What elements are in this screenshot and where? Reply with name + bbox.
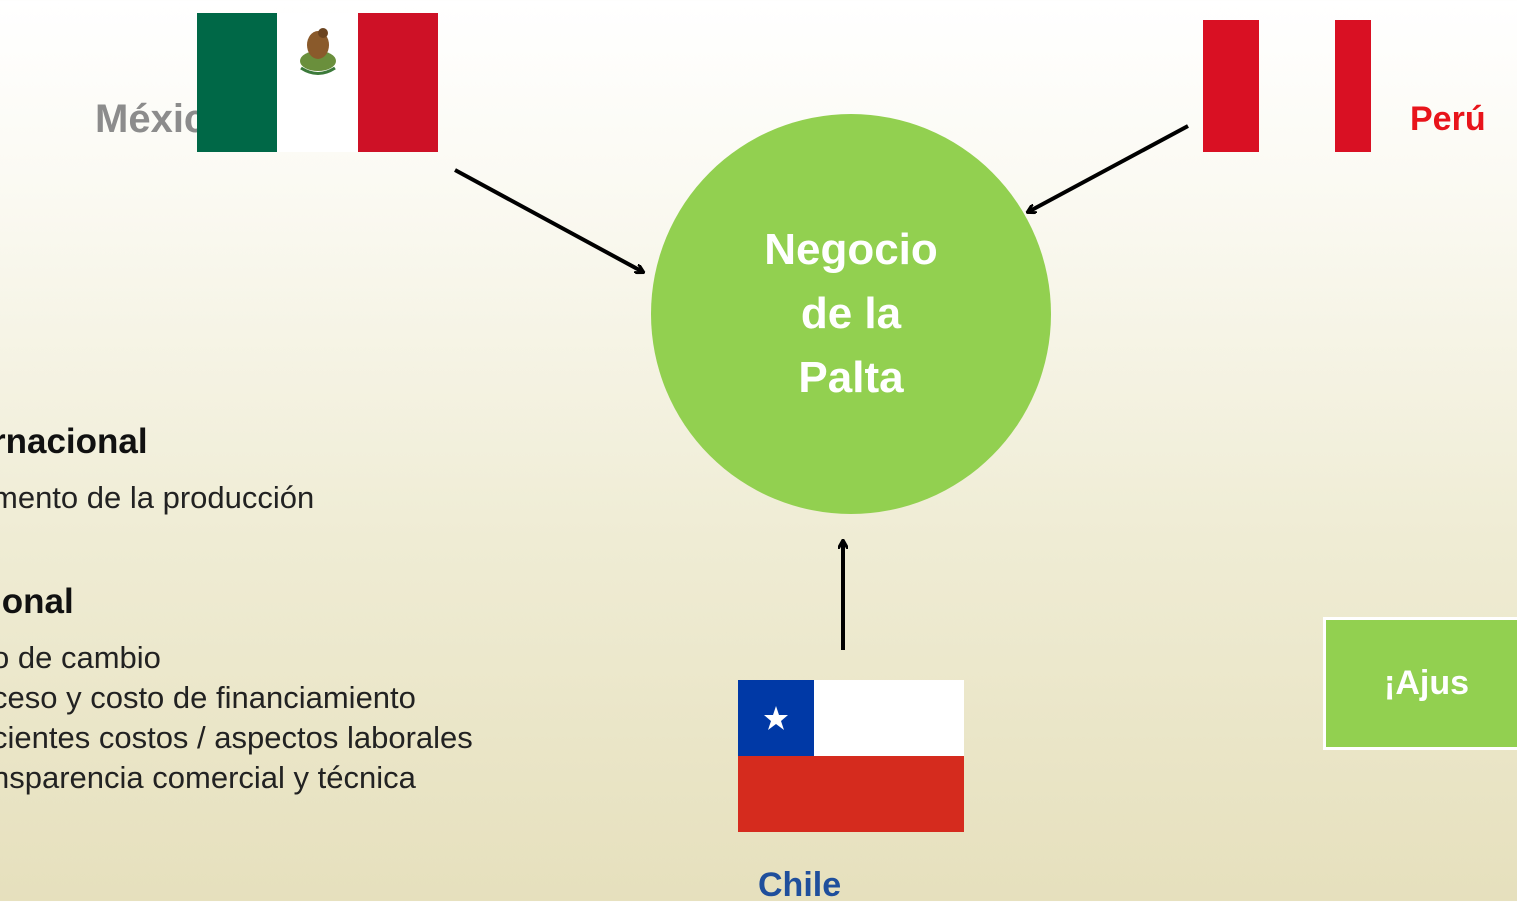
center-line-3: Palta [798, 353, 904, 402]
mexico-flag [197, 13, 438, 152]
callout-label: ¡Ajus [1384, 664, 1469, 702]
national-item: ceso y costo de financiamiento [0, 680, 416, 715]
national-item: cientes costos / aspectos laborales [0, 720, 473, 755]
international-item: mento de la producción [0, 480, 315, 515]
national-item: o de cambio [0, 640, 161, 675]
national-heading: ional [0, 582, 74, 621]
star-icon [764, 706, 788, 730]
mexico-coat-of-arms-icon [300, 28, 336, 75]
center-line-2: de la [800, 289, 902, 338]
chile-label: Chile [758, 866, 842, 904]
callout-box: ¡Ajus [1323, 617, 1517, 750]
chile-flag [738, 680, 964, 832]
national-items: o de cambio ceso y costo de financiamien… [0, 638, 473, 798]
international-heading: rnacional [0, 422, 148, 461]
center-line-1: Negocio [764, 225, 938, 274]
peru-flag [1203, 20, 1371, 152]
center-circle: Negocio de la Palta [651, 114, 1051, 514]
national-item: nsparencia comercial y técnica [0, 760, 416, 795]
arrow-mexico [454, 168, 643, 272]
peru-label: Perú [1410, 100, 1486, 138]
arrow-peru [1028, 124, 1189, 212]
